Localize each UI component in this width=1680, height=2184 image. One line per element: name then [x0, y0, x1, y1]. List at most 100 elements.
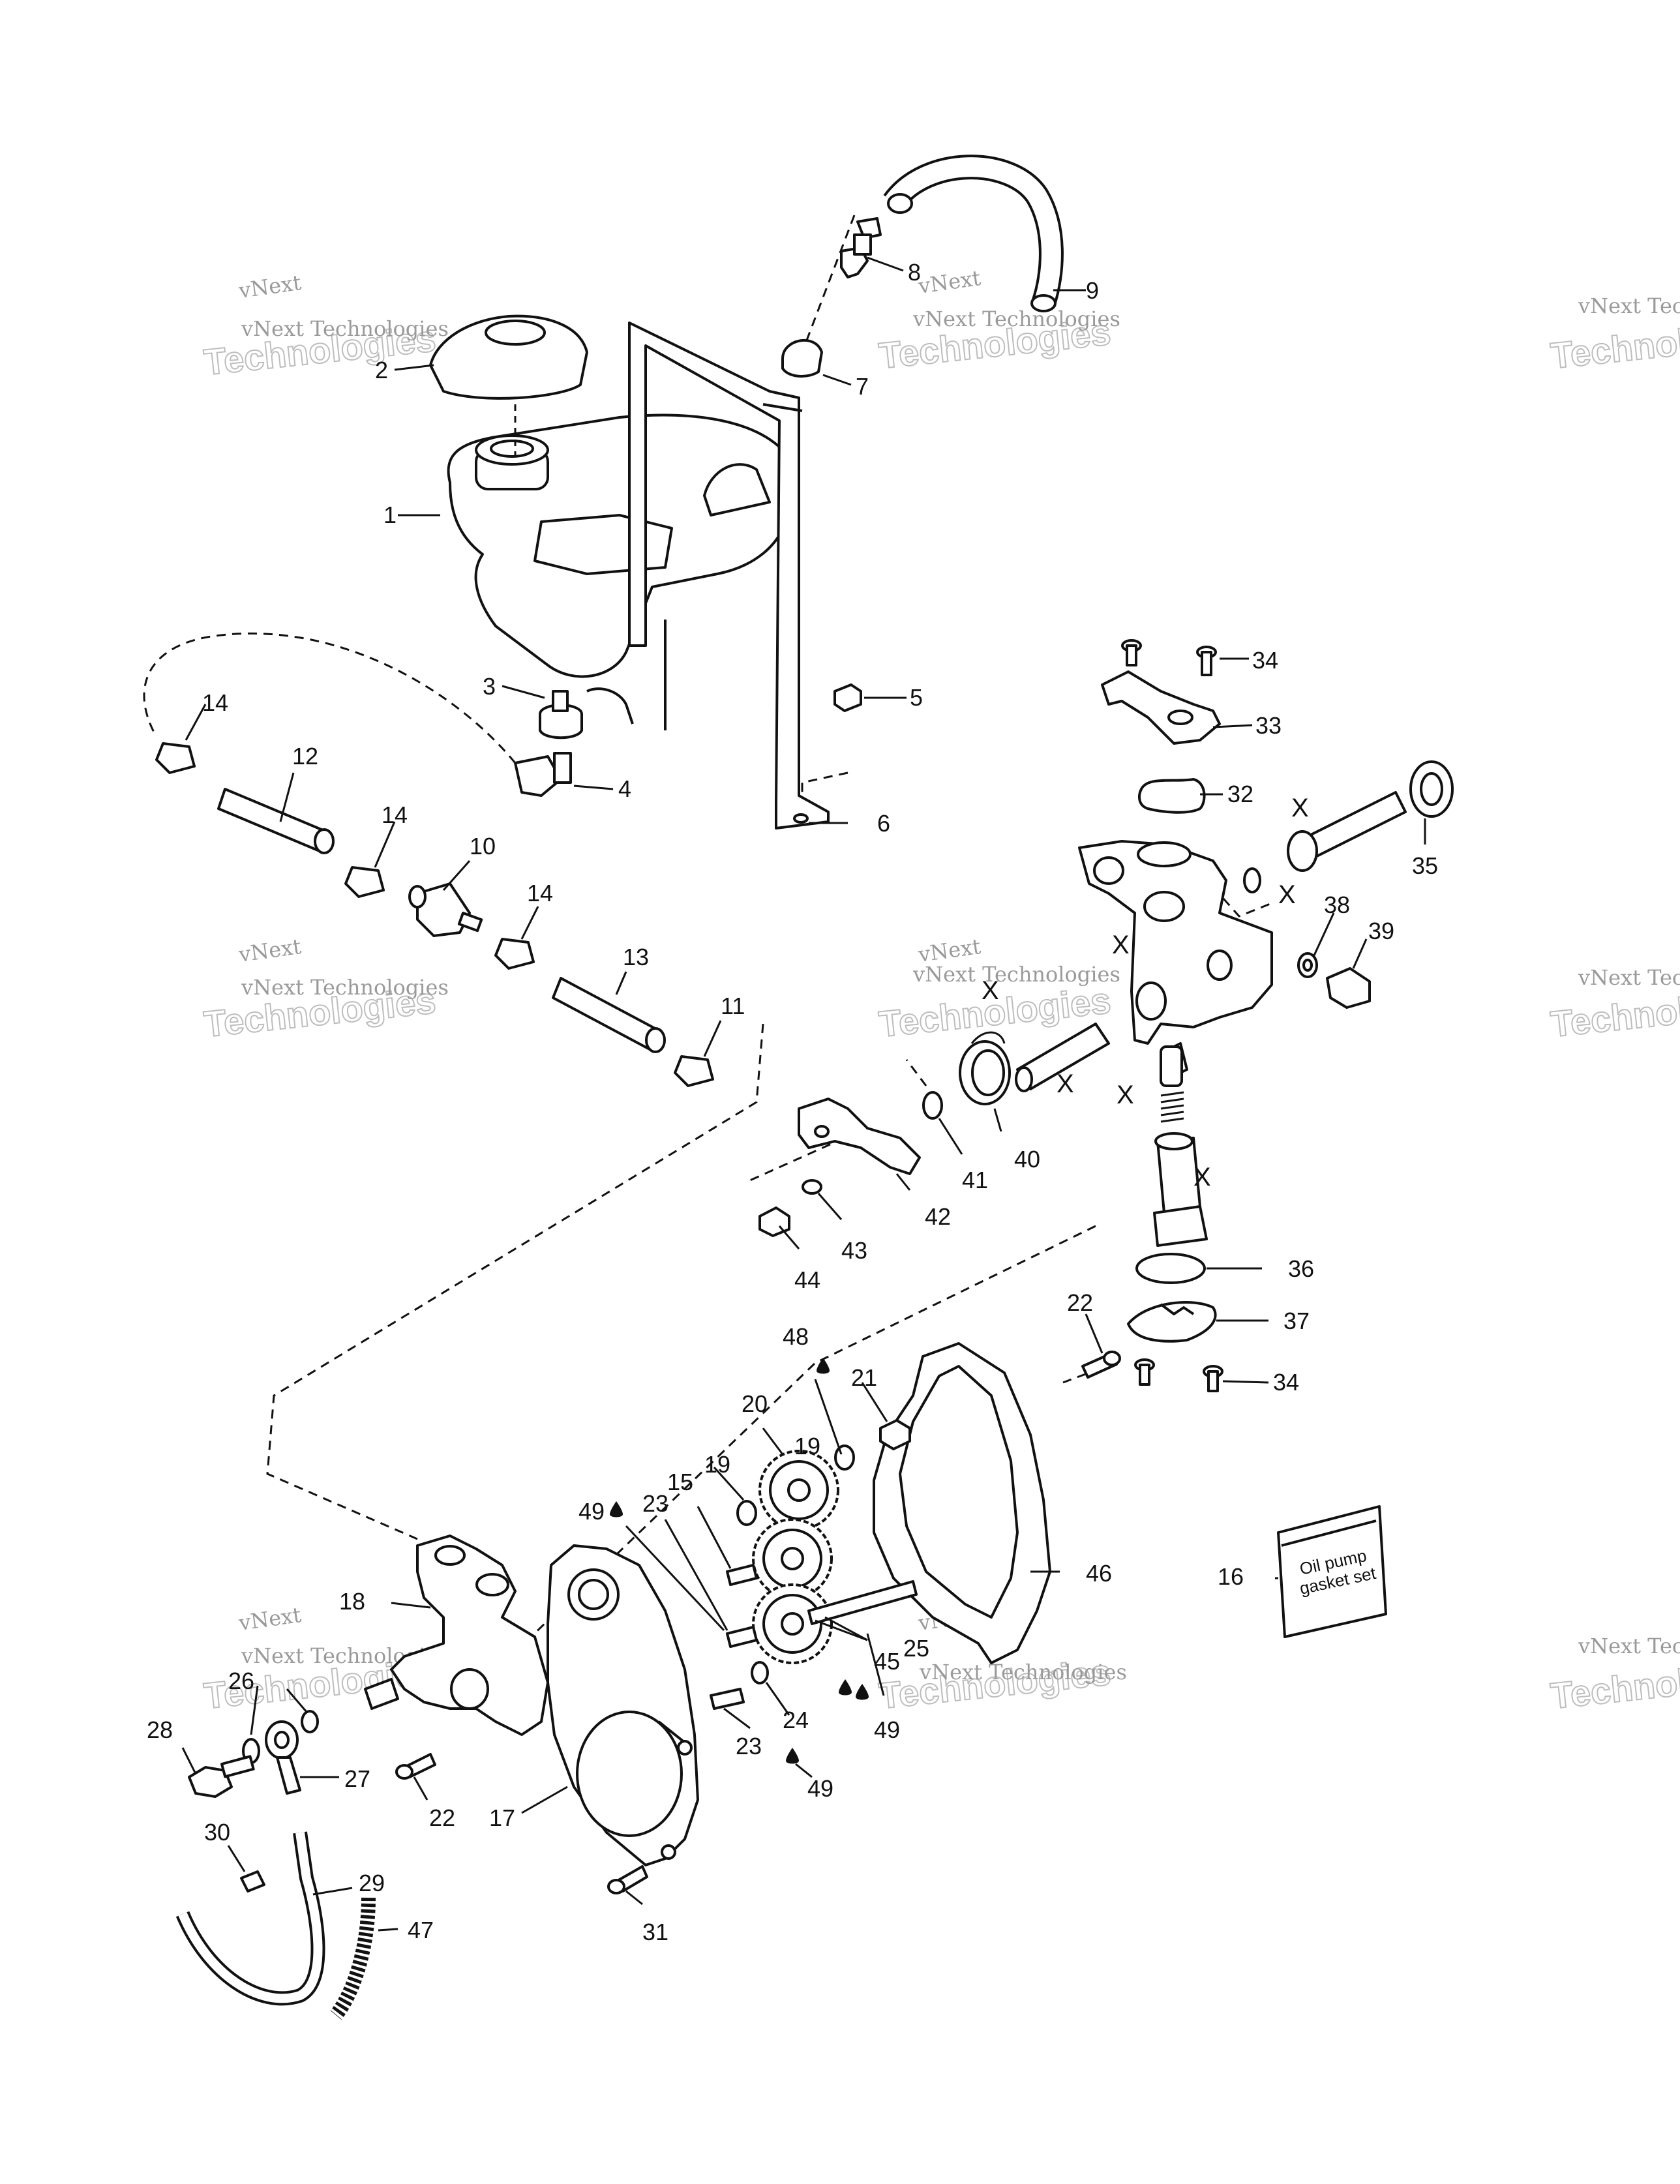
gear-lower [752, 1583, 833, 1664]
callout-43: 43 [841, 1237, 867, 1264]
check-valve-spring [1160, 1091, 1184, 1123]
vent-hose [883, 155, 1064, 312]
watermark-1: Technologies vNext vNext Technologies [202, 270, 449, 383]
callout-6: 6 [877, 810, 890, 837]
callout-10: 10 [470, 833, 496, 860]
callout-22b: 22 [429, 1804, 455, 1831]
x-marks: X X X X X X X [982, 794, 1309, 1191]
x-mark-7: X [1193, 1163, 1211, 1191]
callout-23a: 23 [642, 1490, 668, 1517]
callout-9: 9 [1086, 277, 1099, 304]
callout-39: 39 [1368, 918, 1394, 944]
callout-48: 48 [783, 1323, 809, 1350]
svg-text:vNext Technologies: vNext Technologies [912, 962, 1120, 987]
return-spring [959, 1031, 1011, 1105]
o-ring-36 [1135, 1253, 1206, 1284]
screw-22-upper [1081, 1351, 1121, 1379]
x-mark-2: X [1278, 880, 1296, 909]
oil-drop-icon-48 [817, 1358, 830, 1374]
callout-4: 4 [618, 775, 631, 802]
callout-46: 46 [1086, 1560, 1112, 1587]
inline-filter [408, 882, 483, 937]
callout-25: 25 [903, 1635, 929, 1662]
small-grommet [781, 339, 823, 378]
oil-seal [1409, 760, 1454, 818]
washer-41 [922, 1091, 943, 1120]
screw-31 [607, 1865, 648, 1894]
cover-gasket [1138, 778, 1206, 814]
oil-pump-body [1078, 840, 1273, 1045]
oil-hose-13 [552, 977, 666, 1053]
x-mark-1: X [1291, 794, 1309, 822]
screw-34-bottom-b [1203, 1365, 1223, 1392]
washer-38 [1297, 952, 1318, 978]
svg-text:vNext: vNext [237, 934, 303, 967]
oil-hose-12 [217, 788, 335, 854]
hose-clamp-14b [344, 866, 385, 898]
callout-labels: 1 2 3 4 5 6 7 8 9 10 11 12 13 14 14 14 1… [147, 259, 1438, 1945]
washer-19a [736, 1500, 757, 1526]
hose-clip-30 [240, 1870, 265, 1892]
callout-28: 28 [147, 1716, 173, 1743]
callout-34b: 34 [1273, 1369, 1299, 1396]
svg-text:vNext: vNext [237, 1602, 303, 1636]
gasket-set-bag-16: Oil pump gasket set [1277, 1505, 1387, 1638]
banjo-bolt-28 [188, 1755, 255, 1798]
callout-33: 33 [1255, 712, 1282, 739]
callout-47: 47 [408, 1917, 434, 1943]
tank-support-strap [628, 322, 830, 830]
o-ring-small [1243, 867, 1261, 893]
callout-14b: 14 [382, 801, 408, 828]
pump-cover-bracket [1101, 670, 1221, 745]
callout-20: 20 [742, 1390, 768, 1417]
gear-middle [752, 1518, 833, 1599]
callout-44: 44 [794, 1266, 820, 1293]
svg-text:vNext Technologies: vNext Technologies [241, 975, 449, 1000]
pin-15 [726, 1564, 758, 1586]
callout-26: 26 [228, 1668, 254, 1694]
screw-22-lower [395, 1753, 436, 1780]
oil-drop-icon-49b [839, 1679, 869, 1700]
svg-text:vNext Technologies: vNext Technologies [919, 1660, 1127, 1684]
callout-40: 40 [1014, 1146, 1040, 1173]
callout-12: 12 [292, 743, 318, 770]
callout-16: 16 [1218, 1563, 1244, 1590]
watermark-9: Technologies vNext Technologies [1548, 1634, 1680, 1717]
gear-20 [758, 1450, 839, 1531]
grommet [539, 690, 583, 740]
hose-clamp-14a [155, 742, 196, 774]
callout-41: 41 [962, 1167, 988, 1193]
callout-32: 32 [1227, 781, 1253, 807]
callout-11: 11 [721, 993, 745, 1019]
hose-fitting [840, 217, 882, 278]
x-mark-6: X [1117, 1081, 1134, 1109]
callout-21: 21 [851, 1364, 877, 1391]
callout-17: 17 [489, 1804, 515, 1831]
washer-43 [802, 1179, 822, 1195]
check-ball-pin [1160, 1042, 1188, 1087]
callout-5: 5 [910, 684, 923, 711]
control-plunger [1015, 1023, 1110, 1092]
spring-guard-47 [330, 1897, 376, 2020]
hose-clamp-14c [494, 938, 535, 970]
callout-3: 3 [483, 673, 496, 700]
callout-49a: 49 [578, 1498, 605, 1525]
oil-tank [447, 413, 790, 730]
washer-19b [834, 1444, 855, 1471]
washer-26b [301, 1710, 319, 1733]
pump-lever [798, 1098, 921, 1175]
svg-text:vNext: vNext [916, 265, 982, 299]
screw-34-top-b [1196, 646, 1217, 676]
callout-27: 27 [344, 1765, 370, 1792]
callout-7: 7 [856, 373, 869, 400]
svg-text:vNext: vNext [237, 270, 303, 303]
svg-text:vNext Technologies: vNext Technologies [1578, 1634, 1680, 1658]
gear-shaft-25 [807, 1580, 918, 1625]
pump-drive-shaft [1153, 1132, 1208, 1247]
callout-2: 2 [375, 357, 388, 383]
callout-24: 24 [783, 1707, 809, 1733]
callout-23b: 23 [736, 1733, 762, 1759]
callout-35: 35 [1412, 852, 1438, 879]
